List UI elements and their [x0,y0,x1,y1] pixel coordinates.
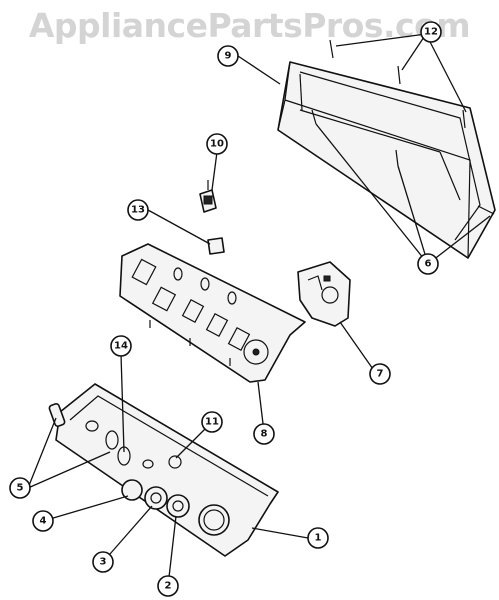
control-panel [48,383,279,557]
callout-14: 14 [110,335,132,357]
label-13: 13 [131,205,145,216]
label-7: 7 [377,369,384,380]
callout-7: 7 [369,363,391,385]
label-3: 3 [100,557,107,568]
label-1: 1 [315,533,322,544]
label-12: 12 [424,27,438,38]
small-bracket [199,180,217,213]
label-14: 14 [114,341,128,352]
label-10: 10 [210,139,224,150]
callout-13: 13 [127,199,149,221]
label-4: 4 [40,516,47,527]
leader-lines [27,33,491,587]
label-11: 11 [205,417,219,428]
callout-6: 6 [417,253,439,275]
callout-11: 11 [201,411,223,433]
callout-8: 8 [253,423,275,445]
callout-3: 3 [92,551,114,573]
callout-4: 4 [32,510,54,532]
callout-2: 2 [157,575,179,597]
label-6: 6 [425,259,432,270]
callout-12: 12 [420,21,442,43]
callout-5: 5 [9,477,31,499]
label-2: 2 [165,581,172,592]
label-9: 9 [225,51,232,62]
callout-1: 1 [307,527,329,549]
console-housing [277,61,496,259]
control-board [119,243,306,383]
label-8: 8 [261,429,268,440]
callout-10: 10 [206,133,228,155]
clip [207,237,225,255]
screws [329,39,466,129]
housing-clips [311,109,495,215]
label-5: 5 [17,483,24,494]
control-component [297,261,351,327]
callout-9: 9 [217,45,239,67]
